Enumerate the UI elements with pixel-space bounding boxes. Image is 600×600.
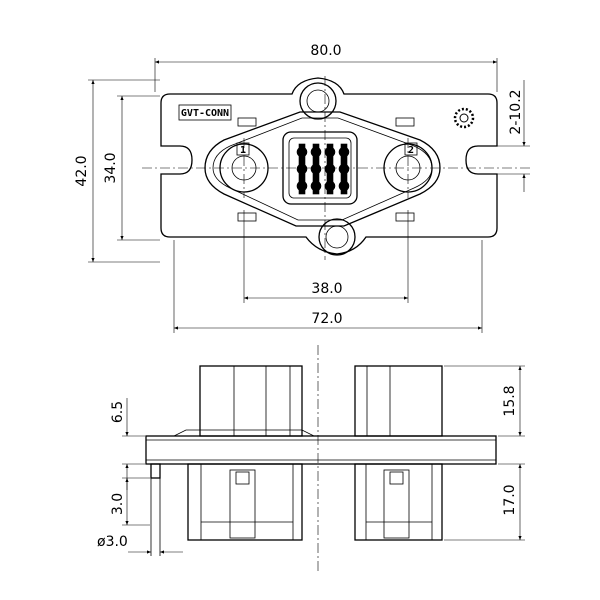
lower-housing-left <box>187 463 303 541</box>
dim-pin-diameter: ø3.0 <box>97 534 183 554</box>
mount-hole-bottom <box>318 218 356 256</box>
mount-hole-bottom-inner <box>325 225 349 249</box>
flange-plate <box>160 77 498 255</box>
mount-hole-top-inner <box>306 89 330 113</box>
contact-array <box>296 143 350 195</box>
dim-inner-height: 34.0 <box>103 95 160 241</box>
svg-text:2-10.2: 2-10.2 <box>508 89 524 134</box>
brand-label: GVT-CONN <box>181 108 229 119</box>
svg-text:72.0: 72.0 <box>311 311 342 327</box>
gear-icon <box>453 107 475 129</box>
dim-overall-height: 42.0 <box>74 79 160 263</box>
rect-mark <box>237 117 257 127</box>
dim-slot: 2-10.2 <box>497 80 530 192</box>
side-pin <box>150 463 161 479</box>
dim-mount-spacing: 72.0 <box>173 240 483 333</box>
svg-text:15.8: 15.8 <box>502 385 518 416</box>
svg-text:34.0: 34.0 <box>103 152 119 183</box>
mount-hole-top <box>299 82 337 120</box>
brand-label-box <box>178 104 232 121</box>
upper-body-right <box>354 365 443 437</box>
dim-pin-length: 3.0 <box>110 477 150 526</box>
pin2-box <box>404 142 418 156</box>
rect-mark <box>237 212 257 222</box>
dim-top-height: 15.8 <box>444 365 525 437</box>
side-flange <box>145 435 497 465</box>
top-view: GVT-CONN 1 2 <box>142 76 530 260</box>
dim-flange-thickness: 6.5 <box>110 398 145 490</box>
side-view <box>145 345 497 572</box>
rect-mark <box>395 117 415 127</box>
svg-text:ø3.0: ø3.0 <box>97 534 128 550</box>
upper-body-left <box>199 365 303 437</box>
svg-text:17.0: 17.0 <box>502 484 518 515</box>
svg-text:38.0: 38.0 <box>311 281 342 297</box>
pin1-box <box>236 142 250 156</box>
svg-text:6.5: 6.5 <box>110 401 126 423</box>
dim-overall-width: 80.0 <box>154 43 498 92</box>
svg-text:80.0: 80.0 <box>310 43 341 59</box>
pin2-label: 2 <box>408 145 414 156</box>
dim-pin-spacing: 38.0 <box>243 210 409 303</box>
rect-mark <box>395 212 415 222</box>
lower-housing-right <box>354 463 443 541</box>
diamond-body <box>204 111 441 227</box>
svg-text:3.0: 3.0 <box>110 493 126 515</box>
pin1-label: 1 <box>240 145 246 156</box>
svg-text:42.0: 42.0 <box>74 155 90 186</box>
dim-bottom-height: 17.0 <box>444 463 525 541</box>
